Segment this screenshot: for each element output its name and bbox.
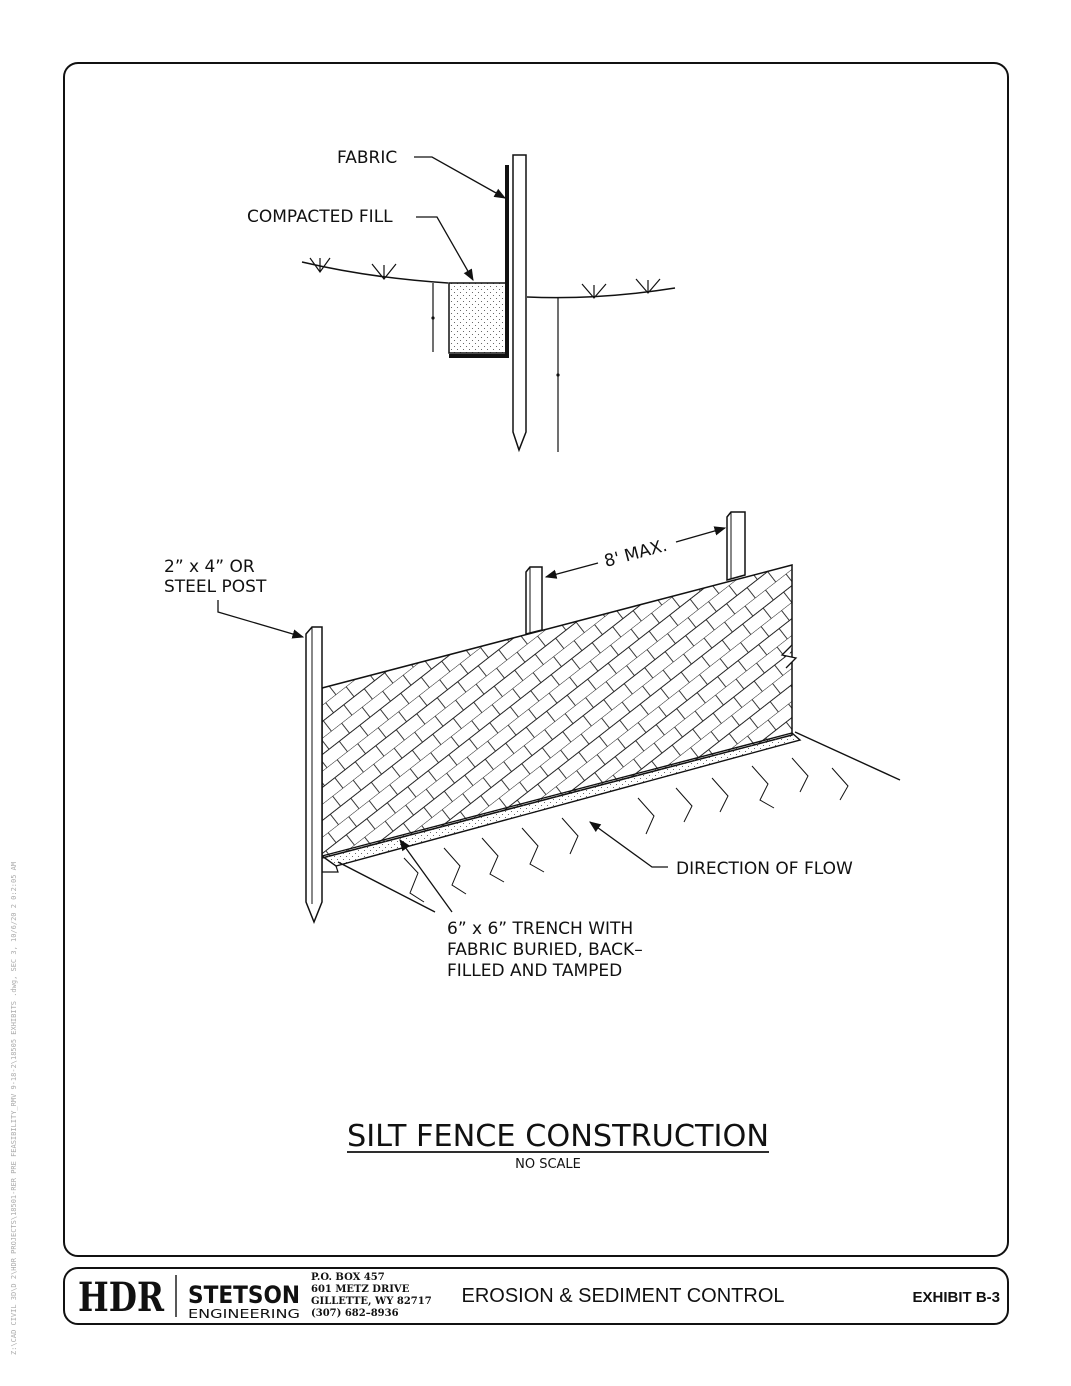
post-middle	[525, 566, 543, 635]
trench-label-line3: FILLED AND TAMPED	[447, 961, 622, 981]
fabric-label: FABRIC	[337, 148, 397, 168]
break-symbol	[780, 644, 798, 669]
profile-detail: FABRIC COMPACTED FILL	[247, 148, 676, 453]
post-front	[305, 626, 323, 925]
drawing-title: SILT FENCE CONSTRUCTION	[347, 1119, 769, 1154]
ground-line-left	[301, 261, 449, 284]
scale-note: NO SCALE	[515, 1157, 581, 1172]
fence-fabric	[321, 564, 793, 859]
ground-line-front	[337, 861, 436, 913]
ground-line-right	[526, 287, 676, 299]
sheet-title: EROSION & SEDIMENT CONTROL	[461, 1285, 784, 1307]
flow-label: DIRECTION OF FLOW	[676, 859, 853, 879]
compacted-fill-label: COMPACTED FILL	[247, 207, 393, 227]
ground-hatch	[403, 757, 849, 903]
spacing-label: 8' MAX.	[602, 536, 669, 572]
compacted-fill	[448, 282, 508, 354]
post-leader	[217, 600, 305, 639]
title-block: HDR STETSON ENGINEERING P.O. BOX 457 601…	[78, 1272, 1000, 1321]
file-path-text: Z:\CAD CIVIL 3D\D 2\HDR PROJECTS\18501-R…	[10, 862, 18, 1355]
title-block-border	[63, 1267, 1009, 1325]
flow-leader	[589, 821, 668, 868]
fabric-line	[449, 165, 509, 358]
address-line2: 601 METZ DRIVE	[311, 1284, 410, 1295]
trench-label-line2: FABRIC BURIED, BACK–	[447, 940, 643, 960]
spacing-dim-left	[544, 562, 599, 579]
trench-leader	[399, 839, 453, 913]
post-label-line2: STEEL POST	[164, 577, 267, 597]
trench-strip	[320, 732, 802, 867]
post-label-line1: 2” x 4” OR	[164, 557, 255, 577]
perspective-detail: 2” x 4” OR STEEL POST 8' MAX. DIRECTION …	[164, 511, 901, 981]
drawing-border	[63, 62, 1009, 1257]
address-line1: P.O. BOX 457	[311, 1272, 385, 1283]
address-line4: (307) 682–8936	[311, 1308, 399, 1319]
profile-post	[512, 154, 527, 453]
spacing-dim-right	[675, 526, 727, 543]
compacted-fill-leader	[416, 216, 474, 282]
fabric-leader	[414, 156, 507, 199]
engineering-logo: ENGINEERING	[188, 1307, 300, 1321]
address-line3: GILLETTE, WY 82717	[311, 1296, 432, 1307]
post-right	[726, 511, 746, 581]
exhibit-number: EXHIBIT B-3	[912, 1289, 1000, 1306]
stetson-logo: STETSON	[188, 1281, 300, 1309]
grass-symbols	[309, 257, 661, 299]
ground-line-back	[794, 731, 901, 781]
hdr-logo: HDR	[78, 1274, 165, 1321]
trench-label-line1: 6” x 6” TRENCH WITH	[447, 919, 633, 939]
